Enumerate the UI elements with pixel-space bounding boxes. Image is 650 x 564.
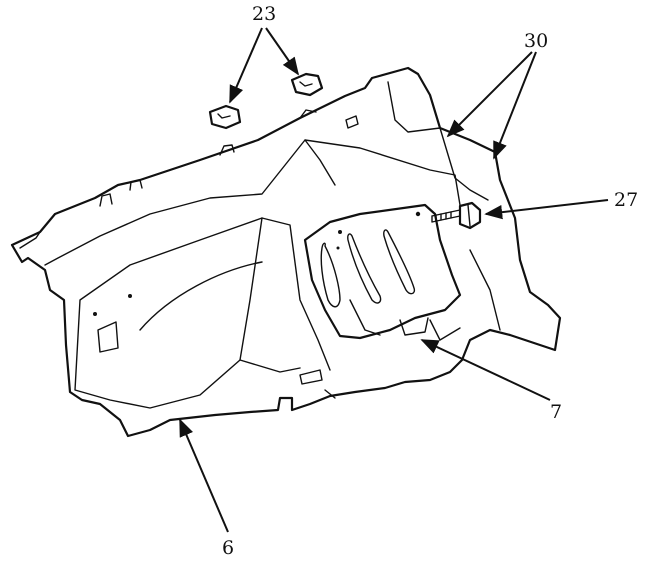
bolt bbox=[431, 201, 482, 230]
leader-27 bbox=[484, 199, 609, 220]
leaders bbox=[179, 27, 609, 533]
callout-6: 6 bbox=[222, 537, 234, 559]
leader-30-left bbox=[446, 51, 533, 138]
leader-7 bbox=[420, 339, 551, 401]
callout-23: 23 bbox=[252, 3, 276, 25]
leader-30-right bbox=[493, 51, 537, 160]
callout-30: 30 bbox=[524, 30, 548, 52]
clip-right bbox=[290, 72, 324, 97]
leader-23-right bbox=[265, 27, 300, 76]
callout-27: 27 bbox=[614, 189, 638, 211]
callout-7: 7 bbox=[550, 401, 562, 423]
bracket bbox=[303, 203, 462, 341]
leader-6 bbox=[179, 418, 229, 533]
clip-left bbox=[208, 104, 242, 130]
leader-23-left bbox=[229, 27, 263, 104]
trim-panel bbox=[10, 66, 562, 438]
